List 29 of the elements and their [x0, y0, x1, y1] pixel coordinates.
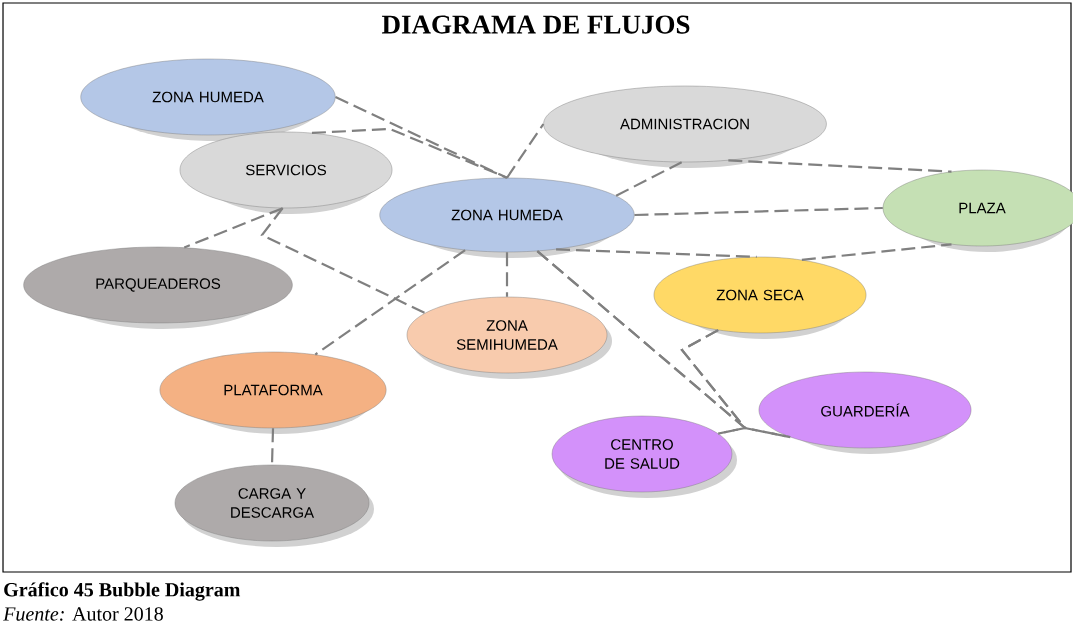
bubble: CENTRO DE SALUD [551, 415, 733, 493]
connector [634, 206, 883, 217]
title: DIAGRAMA DE FLUJOS [381, 15, 690, 34]
source-note: Fuente: Autor 2018 [3, 607, 163, 621]
connector [680, 329, 791, 439]
connector [801, 243, 952, 261]
connector [314, 249, 466, 356]
connector [506, 123, 545, 179]
bubble: SERVICIOS [179, 131, 393, 209]
connector [335, 96, 508, 179]
connector [183, 207, 284, 249]
caption: Gráfico 45 Bubble Diagram [4, 582, 241, 601]
bubble: ZONA SEMIHUMEDA [406, 296, 608, 374]
connector [311, 127, 508, 179]
bubble: PARQUEADEROS [23, 246, 293, 324]
bubble: ZONA SECA [653, 256, 867, 334]
bubble: CARGA Y DESCARGA [174, 464, 370, 542]
bubble: PLAZA [882, 169, 1073, 247]
bubble: ZONA HUMEDA [379, 177, 635, 253]
connector [505, 252, 509, 297]
bubble: PLATAFORMA [159, 351, 387, 429]
connector [615, 161, 683, 197]
bubble: GUARDERÍA [758, 371, 972, 449]
connector [270, 428, 275, 465]
connector [556, 248, 757, 258]
bubble: ADMINISTRACION [543, 85, 827, 163]
connector [728, 159, 952, 173]
connector [260, 207, 426, 315]
bubble: ZONA HUMEDA [80, 58, 336, 136]
